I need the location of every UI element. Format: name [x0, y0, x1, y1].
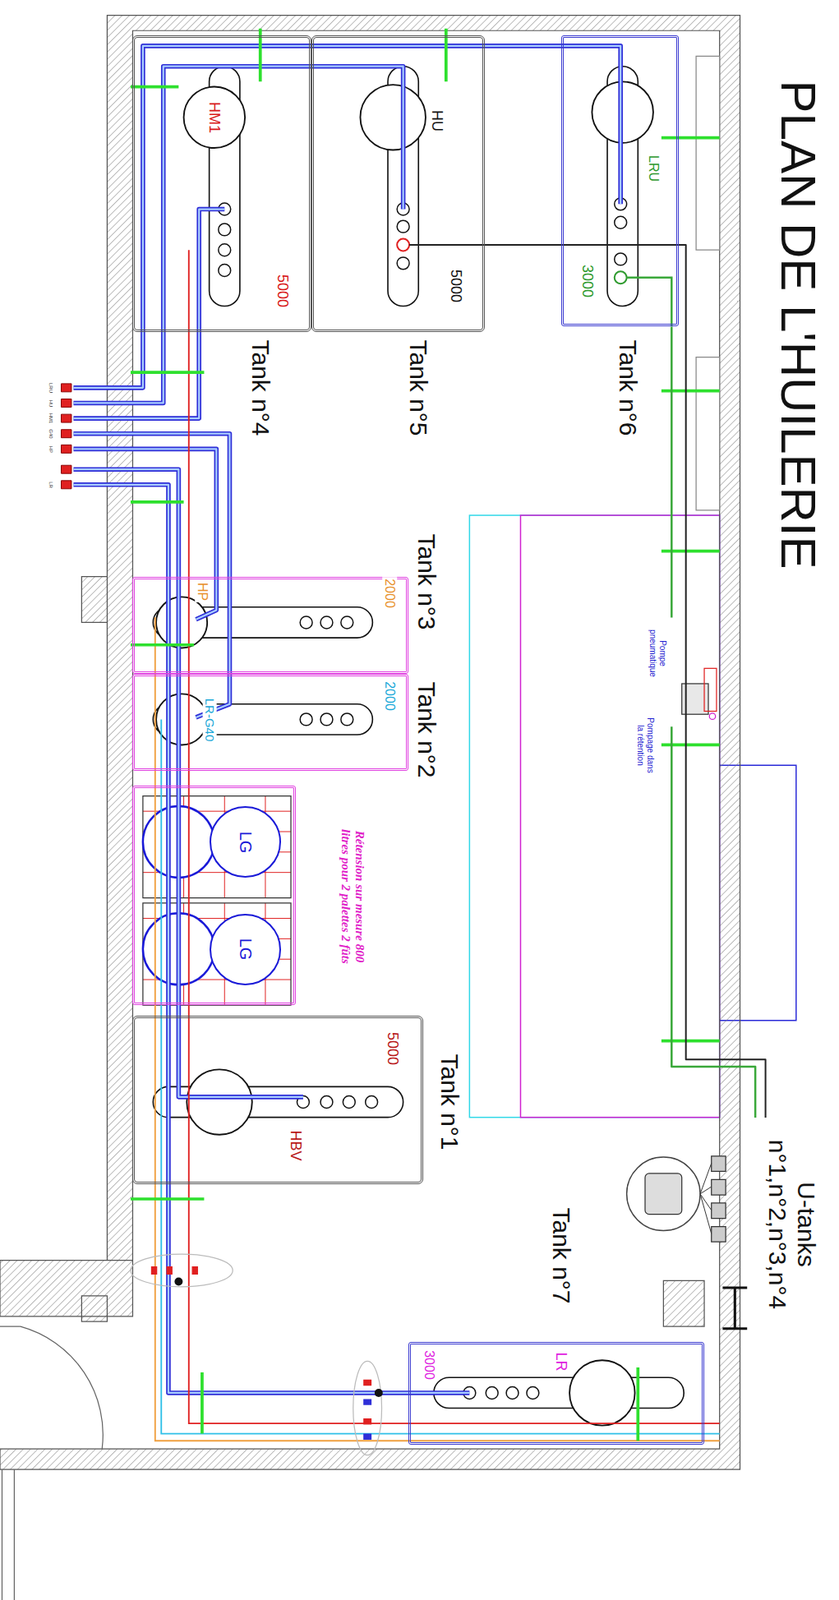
line-black — [409, 244, 485, 246]
capacity: 2000 — [382, 576, 397, 610]
retention-area: Rétension sur mesure 800 litres pour 2 p… — [132, 785, 296, 1005]
retention-note: Rétension sur mesure 800 litres pour 2 p… — [337, 822, 367, 970]
tank: Tank n°1HBV5000 — [132, 1015, 424, 1185]
tank-label: Tank n°3 — [412, 531, 442, 632]
valve-label: LRU — [48, 381, 55, 395]
pipe-connector — [670, 326, 674, 618]
capacity: 5000 — [447, 267, 466, 305]
u-tank-group: U-tanks n°1,n°2,n°3,n°4 — [627, 1117, 822, 1328]
valve — [174, 1277, 183, 1287]
product-code: HP — [194, 580, 210, 603]
pump-symbol — [704, 668, 717, 711]
line-green — [626, 277, 673, 328]
u-tank-icon — [626, 1157, 701, 1231]
door — [0, 1326, 103, 1600]
tank-label: Tank n°2 — [412, 680, 442, 780]
pallet-outline — [142, 796, 291, 1006]
drum-label: LG — [235, 936, 255, 963]
u-tank — [711, 1156, 726, 1242]
drum: LG — [209, 913, 282, 986]
zone-outline — [469, 515, 720, 1118]
product-code: HBV — [287, 1128, 305, 1162]
valve — [374, 1388, 383, 1397]
line-orange — [155, 617, 720, 1441]
pipe-connector — [484, 244, 766, 1118]
tank-label: Tank n°7 — [547, 1205, 577, 1305]
product-code: LR — [553, 1350, 571, 1373]
tank: Tank n°5HU5000 — [311, 35, 485, 332]
u-tank-label: U-tanks n°1,n°2,n°3,n°4 — [762, 1124, 820, 1325]
valve — [61, 383, 72, 489]
valve-label: G40 — [48, 427, 55, 440]
line-red — [189, 249, 720, 1424]
valve-label: HU — [48, 397, 55, 409]
valve — [363, 1398, 372, 1440]
pump-symbol — [709, 713, 715, 720]
tank-port — [218, 198, 627, 1399]
tank-label: Tank n°6 — [613, 337, 643, 438]
pipe-clamp — [130, 28, 720, 1442]
tank: Tank n°3HP2000 — [132, 576, 408, 674]
tank: Tank n°6LRU3000 — [561, 35, 679, 327]
valve-group — [130, 1253, 233, 1287]
leader-line — [700, 1163, 712, 1235]
capacity: 5000 — [384, 1030, 402, 1067]
line-cyan — [161, 719, 720, 1434]
post-symbol — [722, 1287, 747, 1329]
manhole — [186, 1069, 252, 1135]
capacity: 3000 — [420, 1348, 436, 1382]
tank-port — [614, 271, 627, 284]
wall — [0, 15, 741, 1470]
manhole — [184, 87, 246, 149]
valve-label: HM1 — [48, 411, 55, 426]
product-code: LRU — [645, 153, 661, 184]
capacity: 3000 — [579, 262, 597, 300]
zone-outline — [520, 515, 720, 1118]
capacity: 2000 — [382, 679, 397, 713]
manhole — [359, 84, 425, 150]
u-tank-icon — [645, 1173, 683, 1215]
manhole — [569, 1359, 635, 1425]
tank-port — [396, 239, 410, 252]
pump-label: Pompe pneumatique — [647, 626, 667, 681]
title: PLAN DE L'HUILERIE — [769, 78, 827, 571]
tank-label: Tank n°5 — [404, 337, 434, 438]
tank-hatch — [209, 66, 639, 307]
pallet-grid — [142, 796, 291, 1006]
tank-label: Tank n°1 — [434, 1052, 464, 1153]
tank: Tank n°4HM15000 — [132, 35, 311, 332]
pump-note: Pompage dans la rétention — [636, 714, 655, 776]
tank: Tank n°2LR-G402000 — [132, 673, 408, 771]
valve-group — [353, 1360, 383, 1455]
tank: Tank n°7LR3000 — [408, 1341, 705, 1444]
product-code: HM1 — [205, 100, 223, 135]
product-code: HU — [428, 108, 446, 134]
manhole — [156, 693, 208, 745]
tank-label: Tank n°4 — [245, 337, 275, 438]
product-code: LR-G40 — [202, 696, 217, 743]
valve-label: HP — [48, 443, 55, 454]
valve-label: LR — [48, 479, 55, 490]
drum: LG — [209, 806, 282, 878]
drum-label: LG — [235, 829, 255, 855]
manhole — [156, 596, 208, 648]
window — [696, 55, 720, 511]
capacity: 5000 — [274, 272, 292, 309]
pump: Pompe pneumatique — [643, 617, 720, 727]
valve — [151, 1266, 372, 1425]
